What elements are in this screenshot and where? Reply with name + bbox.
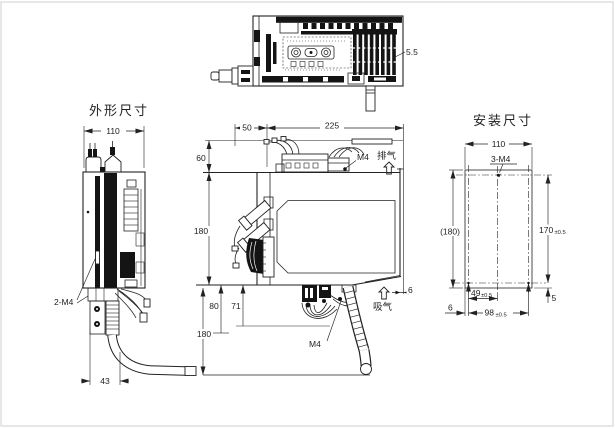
exhaust-arrow-icon (382, 161, 396, 175)
heatsink-fins (352, 29, 397, 75)
dim-hole-span-v: 170 (539, 225, 553, 235)
screw-window (95, 250, 100, 265)
cable-ribs (344, 290, 368, 348)
dim-cable-offset: 43 (100, 376, 110, 386)
dim-front-width: 110 (106, 126, 120, 136)
dim-bottom-clearance: 180 (197, 329, 211, 339)
mounting-view: 110 3-M4 (180) 170 ±0.5 49 ±0.5 (439, 138, 569, 319)
dim-fin-pitch: 5.5 (406, 47, 418, 57)
label-exhaust: 排气 (377, 150, 397, 162)
mounting-dimensions-title: 安装尺寸 (473, 113, 533, 128)
top-view: 5.5 (210, 15, 418, 112)
dim-wire-a: 80 (209, 301, 219, 311)
dim-hole-span-h: 98 (485, 308, 495, 318)
label-screw-top: M4 (357, 152, 369, 162)
dim-rear-gap: 6 (408, 285, 413, 295)
dim-front-clearance: 50 (242, 123, 252, 133)
side-view: 60 50 225 M4 (193, 120, 415, 376)
dim-body-height: 180 (194, 226, 208, 236)
label-screw-bottom: M4 (309, 339, 321, 349)
label-mount-screws: 3-M4 (491, 154, 511, 164)
outline-dimensions-title: 外形尺寸 (89, 103, 149, 118)
dip-switch-row (303, 23, 393, 29)
dim-hole-span-h-tol: ±0.5 (496, 313, 507, 319)
mount-hole-top (496, 173, 500, 177)
dim-wire-b: 71 (231, 301, 241, 311)
front-cable-assembly (87, 287, 197, 376)
dim-hole-half-span-tol: ±0.5 (481, 293, 492, 299)
dim-edge-offset: 6 (448, 303, 453, 313)
mounting-tab (365, 85, 376, 112)
dim-top-clearance: 60 (196, 153, 206, 163)
dim-bottom-offset: 5 (552, 293, 557, 303)
side-plug-a (237, 199, 272, 231)
label-front-screws: 2-M4 (54, 297, 74, 307)
top-terminal-assembly (263, 136, 393, 173)
dim-depth: 225 (325, 121, 339, 131)
dim-hole-span-v-tol: ±0.5 (555, 230, 566, 236)
label-intake: 吸气 (373, 301, 393, 313)
bottom-cable-assembly (301, 284, 372, 375)
front-view: 110 (54, 125, 197, 386)
dim-mount-height-ref: (180) (440, 227, 460, 237)
intake-arrow-icon (377, 286, 391, 300)
top-view-plug (210, 65, 254, 87)
dim-mount-width: 110 (492, 139, 506, 149)
dim-hole-half-span: 49 (471, 288, 481, 298)
